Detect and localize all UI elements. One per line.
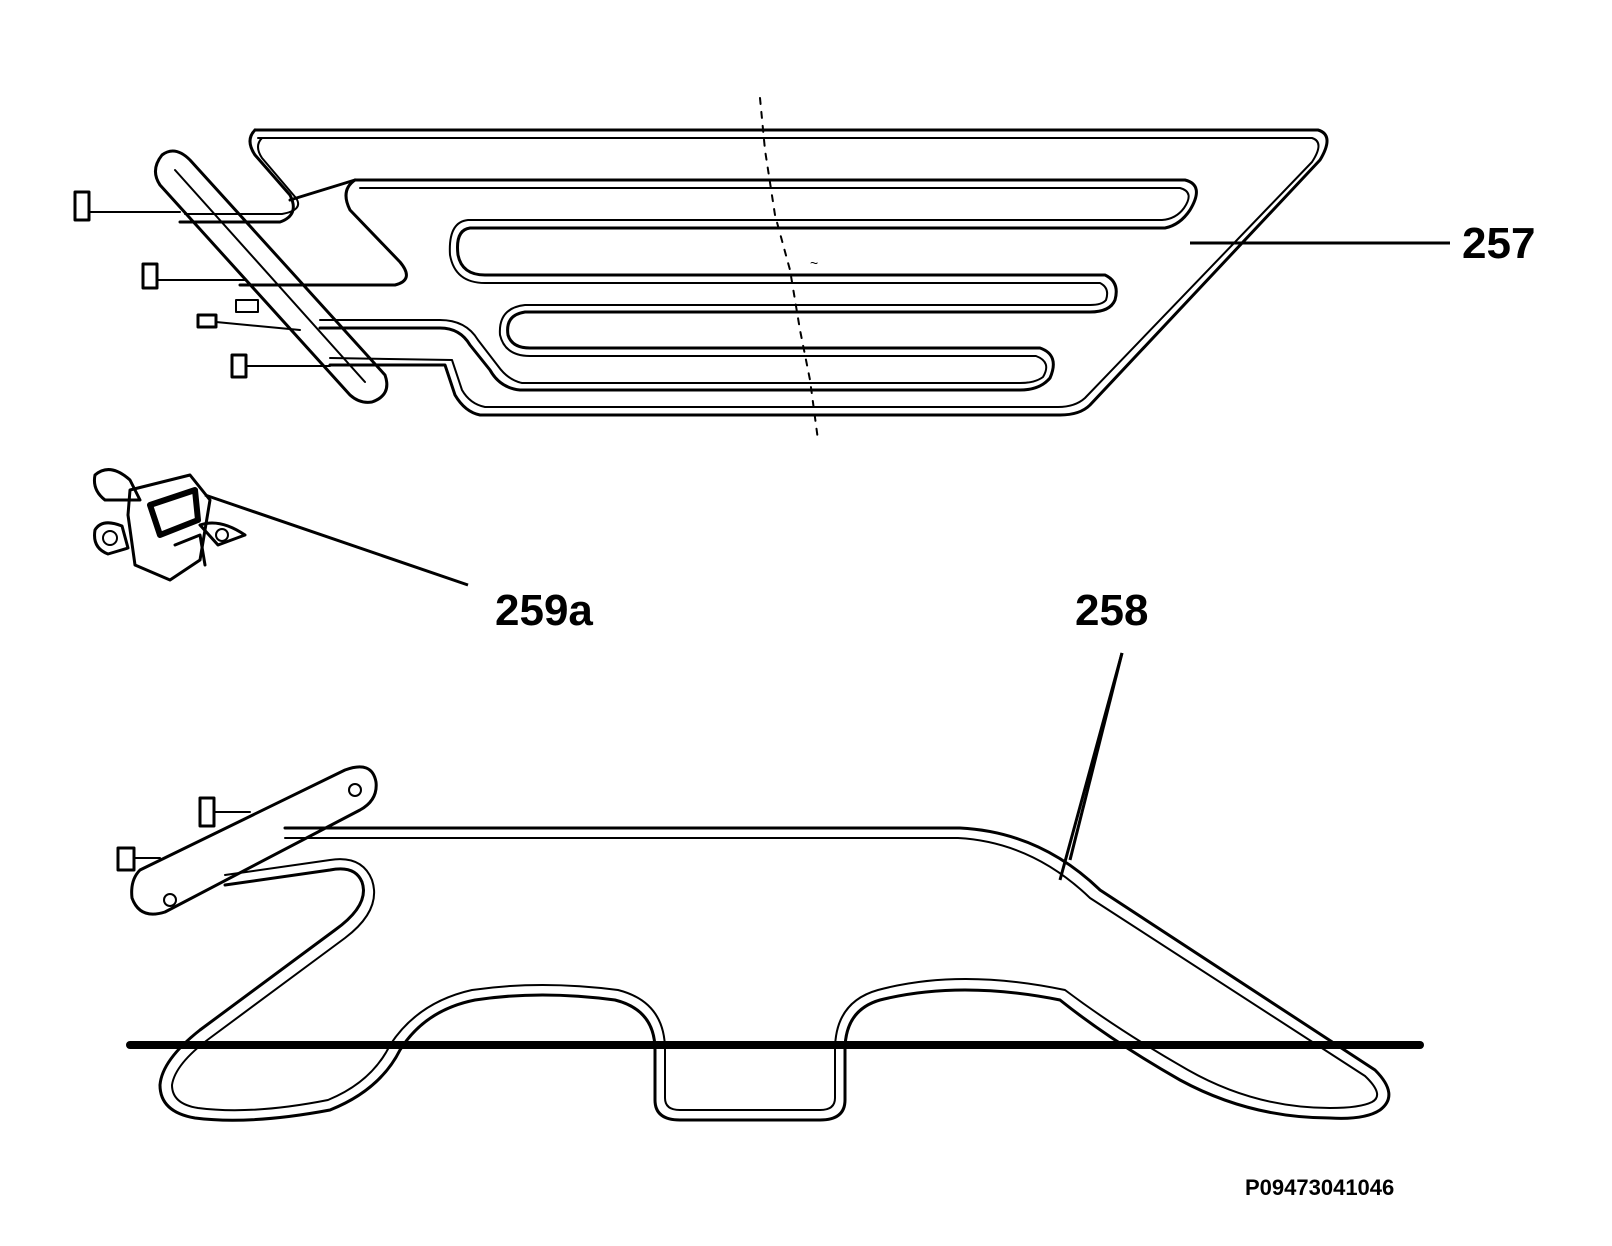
callout-258: 258 [1075,586,1148,635]
thermostat-connector[interactable] [93,468,247,582]
leader-line-258b [1068,652,1124,861]
lower-heating-element[interactable] [116,765,1424,1122]
callout-257: 257 [1462,219,1535,268]
reference-code: P09473041046 [1245,1175,1394,1200]
leader-line-259a [204,493,469,587]
element-marking: ~ [810,255,818,271]
callout-259a: 259a [495,586,593,635]
upper-heating-element[interactable]: ~ [73,97,1329,441]
